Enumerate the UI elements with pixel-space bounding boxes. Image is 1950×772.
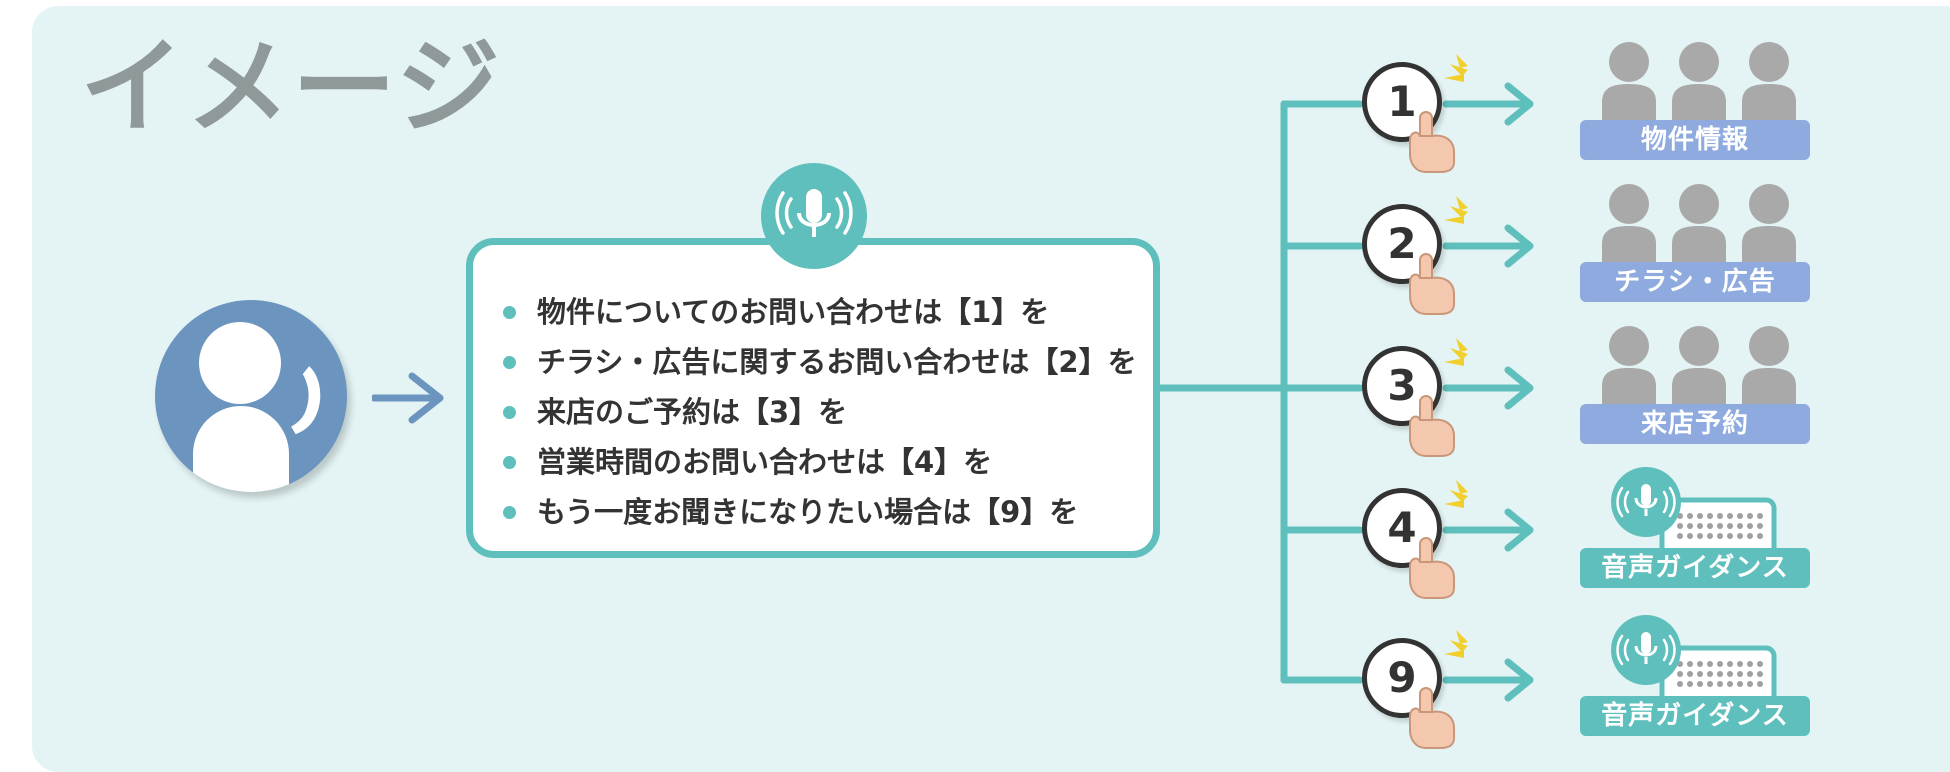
menu-item: もう一度お聞きになりたい場合は【9】を xyxy=(503,487,1137,537)
menu-item: チラシ・広告に関するお問い合わせは【2】を xyxy=(503,337,1137,387)
phone-handset-icon xyxy=(287,361,324,438)
destination-visit-reservation: 来店予約 xyxy=(1580,326,1810,450)
destination-voice-guidance-hours: 音声ガイダンス xyxy=(1580,466,1810,590)
pointing-finger-icon xyxy=(1409,687,1455,749)
pointing-finger-icon xyxy=(1409,111,1455,173)
sparkle-icon xyxy=(1444,480,1468,508)
menu-item: 営業時間のお問い合わせは【4】を xyxy=(503,437,1137,487)
people-icon xyxy=(1602,326,1796,406)
voice-menu-box: 物件についてのお問い合わせは【1】を チラシ・広告に関するお問い合わせは【2】を… xyxy=(466,238,1160,558)
destination-label: 来店予約 xyxy=(1580,404,1810,444)
voice-guidance-icon xyxy=(1611,467,1777,550)
menu-item: 来店のご予約は【3】を xyxy=(503,387,1137,437)
destination-property-info: 物件情報 xyxy=(1580,42,1810,166)
caller-icon xyxy=(155,300,347,492)
destination-voice-guidance-repeat: 音声ガイダンス xyxy=(1580,614,1810,738)
key-4-button[interactable]: 4 xyxy=(1362,488,1442,568)
page-title: イメージ xyxy=(80,26,502,148)
destination-label: 音声ガイダンス xyxy=(1580,696,1810,736)
destination-label: 音声ガイダンス xyxy=(1580,548,1810,588)
sparkle-icon xyxy=(1444,196,1468,224)
people-icon xyxy=(1602,184,1796,264)
sparkle-icon xyxy=(1444,630,1468,658)
arrow-right-icon xyxy=(372,372,444,424)
voice-guidance-icon xyxy=(1611,615,1777,698)
pointing-finger-icon xyxy=(1409,395,1455,457)
pointing-finger-icon xyxy=(1409,253,1455,315)
microphone-icon xyxy=(761,163,867,269)
sparkle-icon xyxy=(1444,54,1468,82)
destination-flyer-ads: チラシ・広告 xyxy=(1580,184,1810,308)
destination-label: 物件情報 xyxy=(1580,120,1810,160)
people-icon xyxy=(1602,42,1796,122)
menu-list: 物件についてのお問い合わせは【1】を チラシ・広告に関するお問い合わせは【2】を… xyxy=(503,287,1137,537)
destination-label: チラシ・広告 xyxy=(1580,262,1810,302)
menu-item: 物件についてのお問い合わせは【1】を xyxy=(503,287,1137,337)
sparkle-icon xyxy=(1444,338,1468,366)
pointing-finger-icon xyxy=(1409,537,1455,599)
